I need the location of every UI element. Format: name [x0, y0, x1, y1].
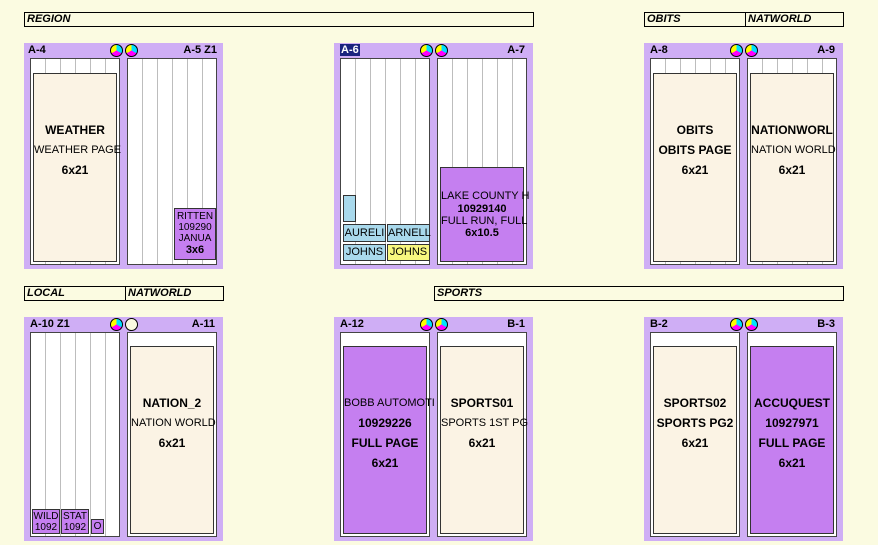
page-layout: LAKE COUNTY H 10929140 FULL RUN, FULL 6x…: [437, 58, 529, 265]
ad-block[interactable]: JOHNS: [387, 244, 430, 261]
spread-a8-a9: A-8 OBITS OBITS PAGE 6x21 A-9 NATIONWORL…: [644, 43, 843, 269]
page-b3[interactable]: B-3 ACCUQUEST 10927971 FULL PAGE 6x21: [743, 317, 839, 541]
ad-block[interactable]: AURELI: [343, 224, 386, 242]
ad-block[interactable]: SPORTS01 SPORTS 1ST PG 6x21: [440, 346, 528, 534]
ad-block[interactable]: NATION_2 NATION WORLD 6x21: [130, 346, 216, 534]
page-number: A-9: [817, 44, 835, 56]
page-a9[interactable]: A-9 NATIONWORL NATION WORLD 6x21: [743, 43, 839, 269]
page-number: A-12: [340, 318, 364, 330]
spread-b2-b3: B-2 SPORTS02 SPORTS PG2 6x21 B-3 ACCUQUE…: [644, 317, 843, 541]
section-bar-sports[interactable]: SPORTS: [434, 286, 844, 301]
color-wheel-icon[interactable]: [435, 318, 448, 331]
spread-a10-a11: A-10 Z1 WILD 1092 STAT 1092 O A-11 NATIO…: [24, 317, 223, 541]
section-bar-obits[interactable]: OBITS NATWORLD: [644, 12, 844, 27]
ad-block[interactable]: JOHNS: [343, 244, 386, 261]
color-wheel-icon[interactable]: [435, 44, 448, 57]
ad-block[interactable]: [343, 195, 356, 222]
spread-a12-b1: A-12 BOBB AUTOMOTI 10929226 FULL PAGE 6x…: [334, 317, 533, 541]
page-layout: NATIONWORL NATION WORLD 6x21: [747, 58, 837, 265]
page-number: A-4: [28, 44, 46, 56]
page-layout: WEATHER WEATHER PAGE 6x21: [30, 58, 121, 265]
section-label-natworld: NATWORLD: [128, 287, 192, 299]
page-layout: SPORTS02 SPORTS PG2 6x21: [650, 332, 740, 537]
color-wheel-icon[interactable]: [420, 44, 433, 57]
page-number: A-10 Z1: [30, 318, 70, 330]
page-number: A-11: [191, 318, 215, 330]
page-b1[interactable]: B-1 SPORTS01 SPORTS 1ST PG 6x21: [433, 317, 529, 541]
color-wheel-icon[interactable]: [730, 318, 743, 331]
ad-block[interactable]: BOBB AUTOMOTI 10929226 FULL PAGE 6x21: [343, 346, 435, 534]
color-wheel-icon[interactable]: [420, 318, 433, 331]
page-number: A-5 Z1: [183, 44, 217, 56]
ad-block[interactable]: O: [91, 519, 104, 534]
color-wheel-icon[interactable]: [730, 44, 743, 57]
ad-block[interactable]: WILD 1092: [32, 509, 60, 534]
page-a11[interactable]: A-11 NATION_2 NATION WORLD 6x21: [123, 317, 219, 541]
page-number: A-8: [650, 44, 668, 56]
page-a6[interactable]: A-6 AURELI ARNELL JOHNS JOHNS: [336, 43, 433, 269]
section-label-natworld: NATWORLD: [748, 13, 812, 25]
section-label-sports: SPORTS: [437, 287, 483, 299]
page-a12[interactable]: A-12 BOBB AUTOMOTI 10929226 FULL PAGE 6x…: [336, 317, 435, 541]
page-layout: RITTEN 109290 JANUA 3x6: [127, 58, 217, 265]
page-a4[interactable]: A-4 WEATHER WEATHER PAGE 6x21: [26, 43, 123, 269]
page-a8[interactable]: A-8 OBITS OBITS PAGE 6x21: [646, 43, 743, 269]
section-label-region: REGION: [27, 13, 71, 25]
ad-block[interactable]: OBITS OBITS PAGE 6x21: [653, 73, 737, 262]
ad-block[interactable]: ARNELL: [387, 224, 431, 242]
page-layout: BOBB AUTOMOTI 10929226 FULL PAGE 6x21: [340, 332, 435, 537]
ad-block[interactable]: SPORTS02 SPORTS PG2 6x21: [653, 346, 737, 534]
page-layout: WILD 1092 STAT 1092 O: [30, 332, 120, 537]
ad-block[interactable]: WEATHER WEATHER PAGE 6x21: [33, 73, 121, 262]
page-number-selected: A-6: [340, 44, 360, 56]
page-number: A-7: [507, 44, 525, 56]
page-layout: AURELI ARNELL JOHNS JOHNS: [340, 58, 431, 265]
section-bar-region[interactable]: REGION: [24, 12, 534, 27]
page-b2[interactable]: B-2 SPORTS02 SPORTS PG2 6x21: [646, 317, 743, 541]
page-a5[interactable]: A-5 Z1 RITTEN 109290 JANUA 3x6: [123, 43, 219, 269]
section-label-local: LOCAL: [25, 287, 126, 300]
page-number: B-3: [817, 318, 835, 330]
page-a10[interactable]: A-10 Z1 WILD 1092 STAT 1092 O: [26, 317, 123, 541]
spread-a4-a5: A-4 WEATHER WEATHER PAGE 6x21 A-5 Z1 RIT…: [24, 43, 223, 269]
color-wheel-icon[interactable]: [110, 318, 123, 331]
ad-block[interactable]: NATIONWORL NATION WORLD 6x21: [750, 73, 836, 262]
color-wheel-icon[interactable]: [110, 44, 123, 57]
section-label-obits: OBITS: [645, 13, 746, 26]
page-layout: ACCUQUEST 10927971 FULL PAGE 6x21: [747, 332, 837, 537]
page-number: B-1: [507, 318, 525, 330]
color-wheel-icon[interactable]: [745, 318, 758, 331]
page-columns: [31, 345, 119, 536]
ad-block[interactable]: LAKE COUNTY H 10929140 FULL RUN, FULL 6x…: [440, 167, 529, 262]
page-number: B-2: [650, 318, 668, 330]
ad-block[interactable]: STAT 1092: [61, 509, 89, 534]
spread-a6-a7: A-6 AURELI ARNELL JOHNS JOHNS A-7: [334, 43, 533, 269]
page-layout: SPORTS01 SPORTS 1ST PG 6x21: [437, 332, 528, 537]
page-layout: OBITS OBITS PAGE 6x21: [650, 58, 740, 265]
empty-circle-icon[interactable]: [125, 318, 138, 331]
page-a7[interactable]: A-7 LAKE COUNTY H 10929140 FULL RUN, FUL…: [433, 43, 529, 269]
ad-block[interactable]: RITTEN 109290 JANUA 3x6: [174, 208, 216, 260]
color-wheel-icon[interactable]: [745, 44, 758, 57]
ad-block[interactable]: ACCUQUEST 10927971 FULL PAGE 6x21: [750, 346, 834, 534]
section-bar-local[interactable]: LOCAL NATWORLD: [24, 286, 224, 301]
page-layout: NATION_2 NATION WORLD 6x21: [127, 332, 217, 537]
color-wheel-icon[interactable]: [125, 44, 138, 57]
